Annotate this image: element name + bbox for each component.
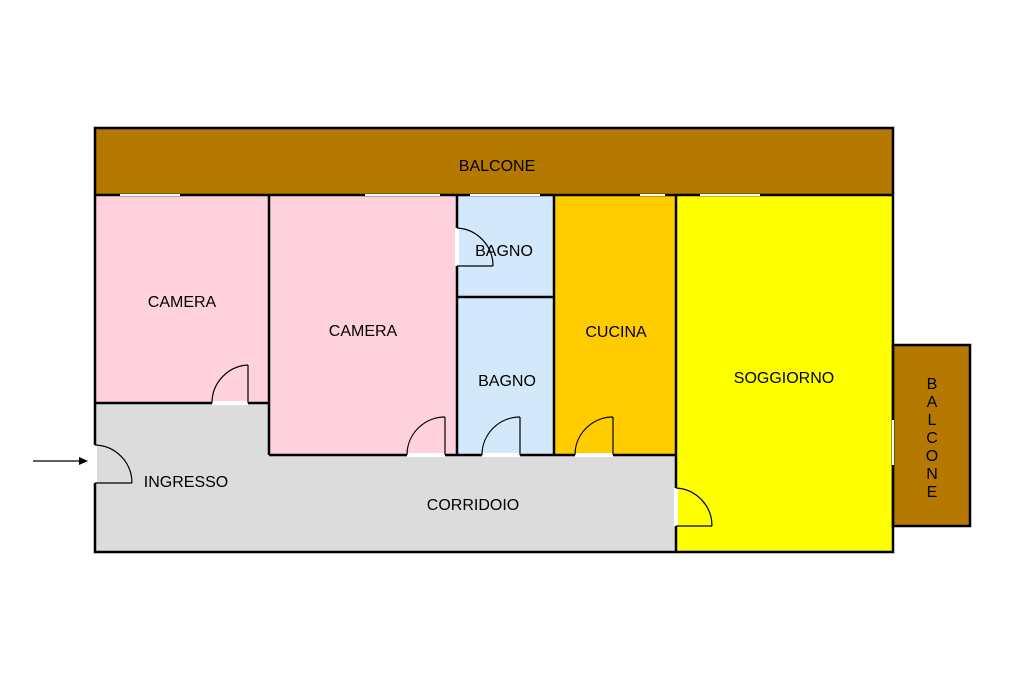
label-camera-1: CAMERA: [148, 294, 217, 311]
door-bagno-1: [455, 227, 494, 267]
door-bagno-2: [481, 416, 521, 457]
door-camera-1: [211, 364, 249, 405]
svg-text:L: L: [928, 412, 937, 429]
label-balcone-top: BALCONE: [459, 158, 535, 175]
entrance-arrow-icon: [33, 457, 88, 465]
svg-text:C: C: [926, 430, 938, 447]
label-ingresso: INGRESSO: [144, 474, 228, 491]
room-balcone-top: [95, 128, 893, 195]
room-bagno-2: [457, 297, 554, 455]
svg-text:N: N: [926, 466, 938, 483]
svg-text:A: A: [927, 394, 938, 411]
room-cucina: [554, 195, 676, 455]
room-camera-1: [95, 195, 269, 403]
room-balcone-side: [893, 345, 970, 526]
door-entrance: [93, 444, 133, 484]
room-ingresso: [95, 403, 269, 552]
outer-wall: [93, 126, 895, 554]
label-bagno-1: BAGNO: [475, 243, 533, 260]
label-balcone-side: B A L C O N E: [926, 376, 938, 501]
room-corridoio: [269, 455, 676, 552]
svg-text:B: B: [927, 376, 938, 393]
label-camera-2: CAMERA: [329, 323, 398, 340]
label-cucina: CUCINA: [585, 324, 647, 341]
label-corridoio: CORRIDOIO: [427, 497, 519, 514]
door-soggiorno: [674, 487, 713, 527]
door-cucina: [574, 416, 614, 457]
room-soggiorno: [676, 195, 893, 552]
door-camera-2: [406, 416, 446, 457]
label-bagno-2: BAGNO: [478, 373, 536, 390]
room-bagno-1: [457, 195, 554, 297]
room-camera-2: [269, 195, 457, 455]
svg-text:O: O: [926, 448, 938, 465]
label-soggiorno: SOGGIORNO: [734, 370, 834, 387]
svg-text:E: E: [927, 484, 938, 501]
